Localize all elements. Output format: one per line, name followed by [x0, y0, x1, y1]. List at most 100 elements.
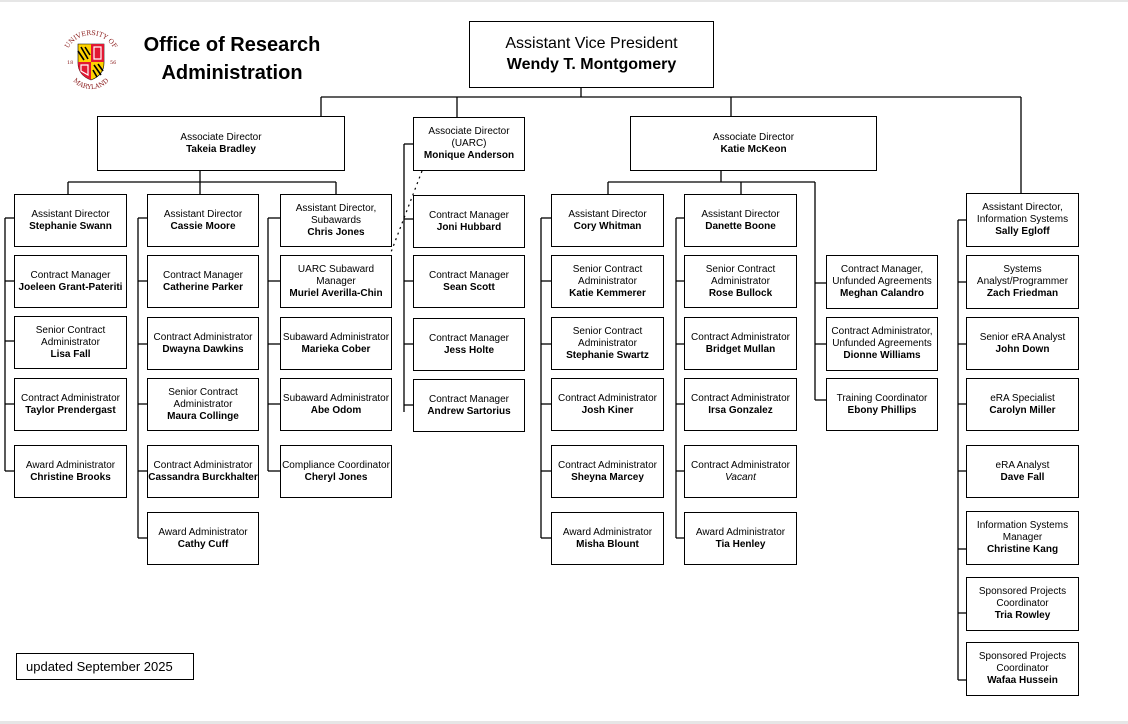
staff-box: Contract Manager Joni Hubbard	[413, 195, 525, 248]
person-name: Tia Henley	[715, 538, 766, 550]
staff-box: Assistant Director, Subawards Chris Jone…	[280, 194, 392, 247]
staff-box: Contract Manager Catherine Parker	[147, 255, 259, 308]
position-title: Contract Administrator	[691, 392, 790, 404]
staff-box: Assistant Director Cory Whitman	[551, 194, 664, 247]
staff-box: Senior eRA Analyst John Down	[966, 317, 1079, 370]
person-name: Cassie Moore	[170, 220, 236, 232]
staff-box: Assistant Director Danette Boone	[684, 194, 797, 247]
person-name: Maura Collinge	[167, 410, 239, 422]
person-name: Zach Friedman	[986, 288, 1059, 299]
person-name: Wendy T. Montgomery	[506, 55, 677, 73]
position-title: Contract Manager	[428, 269, 510, 281]
position-title: Contract Administrator	[691, 459, 790, 471]
position-title: Sponsored Projects Coordinator	[978, 586, 1067, 609]
person-name: Ebony Phillips	[847, 404, 917, 416]
staff-box: Contract Manager, Unfunded Agreements Me…	[826, 255, 938, 309]
position-title: Contract Administrator, Unfunded Agreeme…	[831, 326, 933, 349]
position-title: UARC Subaward Manager	[297, 263, 375, 287]
staff-box: Assistant Director Stephanie Swann	[14, 194, 127, 247]
staff-box: Award Administrator Cathy Cuff	[147, 512, 259, 565]
position-title: Information Systems Manager	[976, 520, 1069, 543]
position-title: Senior eRA Analyst	[979, 331, 1066, 343]
position-title: Sponsored Projects Coordinator	[978, 651, 1067, 674]
person-name: Dwayna Dawkins	[162, 343, 244, 355]
person-name: Josh Kiner	[581, 404, 634, 416]
position-title: Contract Manager	[30, 269, 111, 281]
position-title: Assistant Director	[701, 208, 780, 220]
staff-box: Contract Administrator Dwayna Dawkins	[147, 317, 259, 370]
staff-box: Contract Administrator Taylor Prendergas…	[14, 378, 127, 431]
person-name: Joeleen Grant-Pateriti	[18, 281, 123, 293]
person-name: Cassandra Burckhalter	[148, 471, 258, 483]
person-name: Rose Bullock	[708, 287, 773, 299]
position-title: Senior Contract Administrator	[572, 325, 643, 349]
staff-box: UARC Subaward Manager Muriel Averilla-Ch…	[280, 255, 392, 308]
avp-box: Assistant Vice President Wendy T. Montgo…	[469, 21, 714, 88]
staff-box: Contract Administrator Josh Kiner	[551, 378, 664, 431]
position-title: Assistant Vice President	[505, 34, 678, 52]
staff-box: Contract Administrator Bridget Mullan	[684, 317, 797, 370]
person-name: Vacant	[725, 471, 756, 483]
position-title: Assistant Director	[163, 208, 243, 220]
office-title-line2: Administration	[161, 62, 303, 84]
person-name: Stephanie Swartz	[566, 349, 649, 361]
person-name: Carolyn Miller	[989, 404, 1056, 416]
position-title: Senior Contract Administrator	[705, 263, 776, 287]
staff-box: Subaward Administrator Abe Odom	[280, 378, 392, 431]
person-name: Sean Scott	[443, 281, 495, 293]
position-title: Contract Administrator	[558, 392, 657, 404]
bottom-band	[0, 721, 1128, 724]
position-title: eRA Analyst	[995, 459, 1050, 471]
person-name: Takeia Bradley	[186, 143, 256, 155]
person-name: Joni Hubbard	[436, 221, 502, 233]
person-name: Christine Kang	[986, 544, 1059, 555]
staff-box: Award Administrator Tia Henley	[684, 512, 797, 565]
position-title: Contract Administrator	[691, 331, 790, 343]
position-title: Training Coordinator	[836, 392, 928, 404]
staff-box: Sponsored Projects Coordinator Wafaa Hus…	[966, 642, 1079, 696]
person-name: Misha Blount	[576, 538, 639, 550]
person-name: Jess Holte	[443, 344, 495, 356]
updated-date-label: updated September 2025	[16, 653, 194, 680]
position-title: Assistant Director, Information Systems	[976, 202, 1069, 225]
position-title: Senior Contract Administrator	[168, 386, 238, 410]
person-name: Catherine Parker	[162, 281, 244, 293]
person-name: Meghan Calandro	[840, 288, 924, 299]
person-name: Muriel Averilla-Chin	[289, 287, 383, 299]
staff-box: Senior Contract Administrator Rose Bullo…	[684, 255, 797, 308]
staff-box: Contract Manager Andrew Sartorius	[413, 379, 525, 432]
person-name: Cory Whitman	[573, 220, 642, 232]
staff-box: Contract Administrator Irsa Gonzalez	[684, 378, 797, 431]
person-name: Sally Egloff	[995, 226, 1050, 237]
staff-box: Senior Contract Administrator Stephanie …	[551, 317, 664, 370]
staff-box: Contract Administrator Sheyna Marcey	[551, 445, 664, 498]
position-title: Contract Administrator	[153, 331, 253, 343]
staff-box: Senior Contract Administrator Maura Coll…	[147, 378, 259, 431]
person-name: Taylor Prendergast	[25, 404, 116, 416]
staff-box: Information Systems Manager Christine Ka…	[966, 511, 1079, 565]
position-title: Assistant Director	[31, 208, 110, 220]
staff-box: Systems Analyst/Programmer Zach Friedman	[966, 255, 1079, 309]
position-title: eRA Specialist	[990, 392, 1055, 404]
person-name: Stephanie Swann	[29, 220, 112, 232]
svg-text:18: 18	[67, 60, 73, 66]
person-name: Cathy Cuff	[177, 538, 229, 550]
person-name: Monique Anderson	[423, 150, 515, 161]
staff-box: Contract Manager Joeleen Grant-Pateriti	[14, 255, 127, 308]
position-title: Award Administrator	[562, 526, 653, 538]
person-name: Wafaa Hussein	[987, 675, 1058, 686]
staff-box: Assistant Director Cassie Moore	[147, 194, 259, 247]
person-name: John Down	[995, 343, 1050, 355]
position-title: Senior Contract Administrator	[35, 324, 106, 348]
person-name: Lisa Fall	[50, 348, 91, 360]
position-title: Associate Director (UARC)	[428, 126, 510, 149]
person-name: Christine Brooks	[30, 471, 111, 483]
position-title: Associate Director	[180, 131, 262, 143]
staff-box: Award Administrator Misha Blount	[551, 512, 664, 565]
position-title: Compliance Coordinator	[282, 459, 390, 471]
person-name: Sheyna Marcey	[571, 471, 644, 483]
person-name: Katie Kemmerer	[569, 287, 646, 299]
position-title: Systems Analyst/Programmer	[976, 264, 1069, 287]
person-name: Andrew Sartorius	[427, 405, 511, 417]
position-title: Contract Administrator	[21, 392, 120, 404]
